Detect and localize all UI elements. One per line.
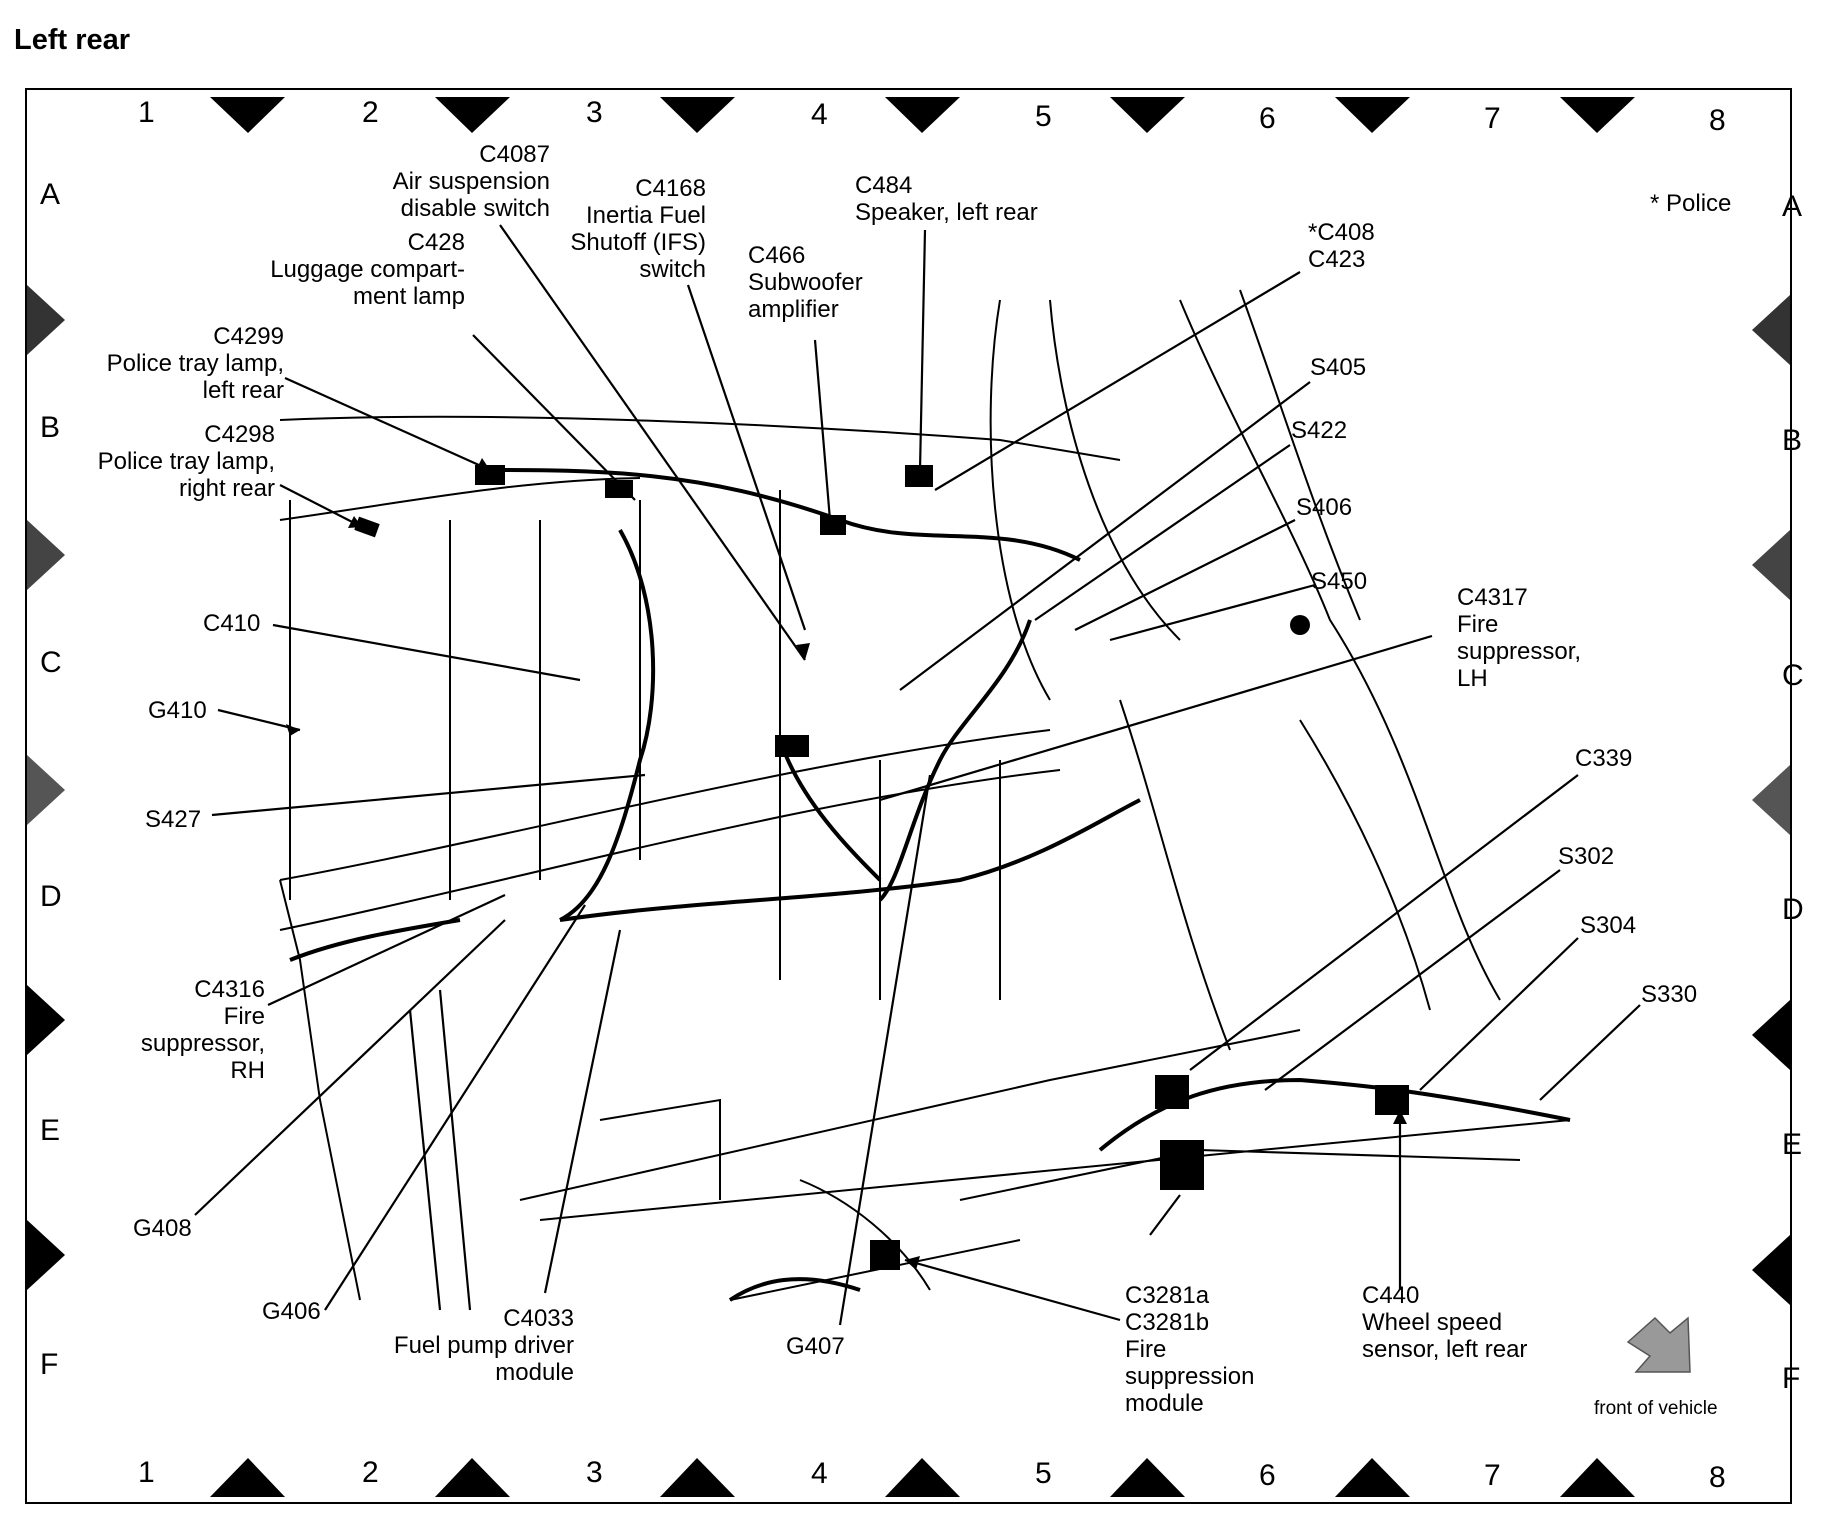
grid-col-top-6: 6 (1259, 102, 1276, 135)
grid-row-left-A: A (40, 178, 61, 211)
grid-col-top-1: 1 (138, 96, 155, 129)
callout-c339: C339 (1575, 745, 1633, 772)
callout-c484: C484 Speaker, left rear (855, 172, 1038, 226)
grid-col-bottom-1: 1 (138, 1456, 155, 1489)
connectors (354, 465, 1409, 1270)
grid-row-right-E: E (1782, 1128, 1803, 1161)
grid-col-bottom-6: 6 (1259, 1459, 1276, 1492)
grid-col-top-2: 2 (362, 96, 379, 129)
grid-col-top-8: 8 (1709, 104, 1726, 137)
front-of-vehicle-label: front of vehicle (1594, 1398, 1718, 1419)
callout-s422: S422 (1291, 417, 1348, 444)
callout-c4168: C4168 Inertia Fuel Shutoff (IFS) switch (570, 175, 706, 283)
callout-g408: G408 (133, 1215, 192, 1242)
grid-row-left-E: E (40, 1114, 61, 1147)
police-note: * Police (1650, 190, 1732, 217)
callout-c466: C466 Subwoofer amplifier (748, 242, 863, 323)
callout-g410: G410 (148, 697, 207, 724)
callout-g406: G406 (262, 1298, 321, 1325)
callout-c4033: C4033 Fuel pump driver module (393, 1305, 574, 1386)
callout-c4087: C4087 Air suspension disable switch (392, 141, 550, 222)
grid-col-top-4: 4 (811, 98, 828, 131)
callout-s405: S405 (1310, 354, 1367, 381)
callout-g407: G407 (786, 1333, 845, 1360)
callout-s304: S304 (1580, 912, 1637, 939)
callout-c428: C428 Luggage compart- ment lamp (270, 229, 465, 310)
grid-col-bottom-8: 8 (1709, 1461, 1726, 1494)
grid-row-left-C: C (40, 646, 62, 679)
leader-lines (194, 224, 1641, 1326)
grid-col-bottom-3: 3 (586, 1456, 603, 1489)
grid-row-left-F: F (40, 1348, 59, 1381)
callout-s450: S450 (1311, 568, 1368, 595)
callout-c410: C410 (203, 610, 261, 637)
callout-c408-c423: *C408 C423 (1308, 219, 1375, 273)
grid-col-bottom-2: 2 (362, 1456, 379, 1489)
grid-row-left-D: D (40, 880, 62, 913)
diagram-frame (25, 88, 1792, 1504)
grid-col-top-7: 7 (1484, 102, 1501, 135)
grid-col-top-3: 3 (586, 96, 603, 129)
leader-arrowheads (286, 458, 1407, 1270)
callout-c3281: C3281a C3281b Fire suppression module (1125, 1282, 1255, 1417)
front-of-vehicle-arrow-icon (1626, 1316, 1691, 1373)
callout-c4298: C4298 Police tray lamp, right rear (97, 421, 275, 502)
wiring-harness (289, 468, 1571, 1302)
grid-col-top-5: 5 (1035, 100, 1052, 133)
callout-c4299: C4299 Police tray lamp, left rear (106, 323, 284, 404)
callout-c4317: C4317 Fire suppressor, LH (1457, 584, 1582, 692)
callout-c4316: C4316 Fire suppressor, RH (140, 976, 265, 1084)
page-title: Left rear (14, 24, 131, 56)
grid-col-bottom-5: 5 (1035, 1457, 1052, 1490)
grid-row-right-C: C (1782, 659, 1804, 692)
grid-row-right-D: D (1782, 893, 1804, 926)
callout-s302: S302 (1558, 843, 1615, 870)
grid-col-bottom-7: 7 (1484, 1459, 1501, 1492)
callout-s406: S406 (1296, 494, 1353, 521)
grid-col-bottom-4: 4 (811, 1457, 828, 1490)
grid-row-right-A: A (1782, 190, 1803, 223)
callout-c440: C440 Wheel speed sensor, left rear (1362, 1282, 1528, 1363)
grid-markers (27, 97, 1790, 1497)
callout-s330: S330 (1641, 981, 1698, 1008)
grid-row-right-B: B (1782, 424, 1803, 457)
callout-s427: S427 (145, 806, 202, 833)
grid-row-left-B: B (40, 411, 61, 444)
grid-row-right-F: F (1782, 1362, 1801, 1395)
